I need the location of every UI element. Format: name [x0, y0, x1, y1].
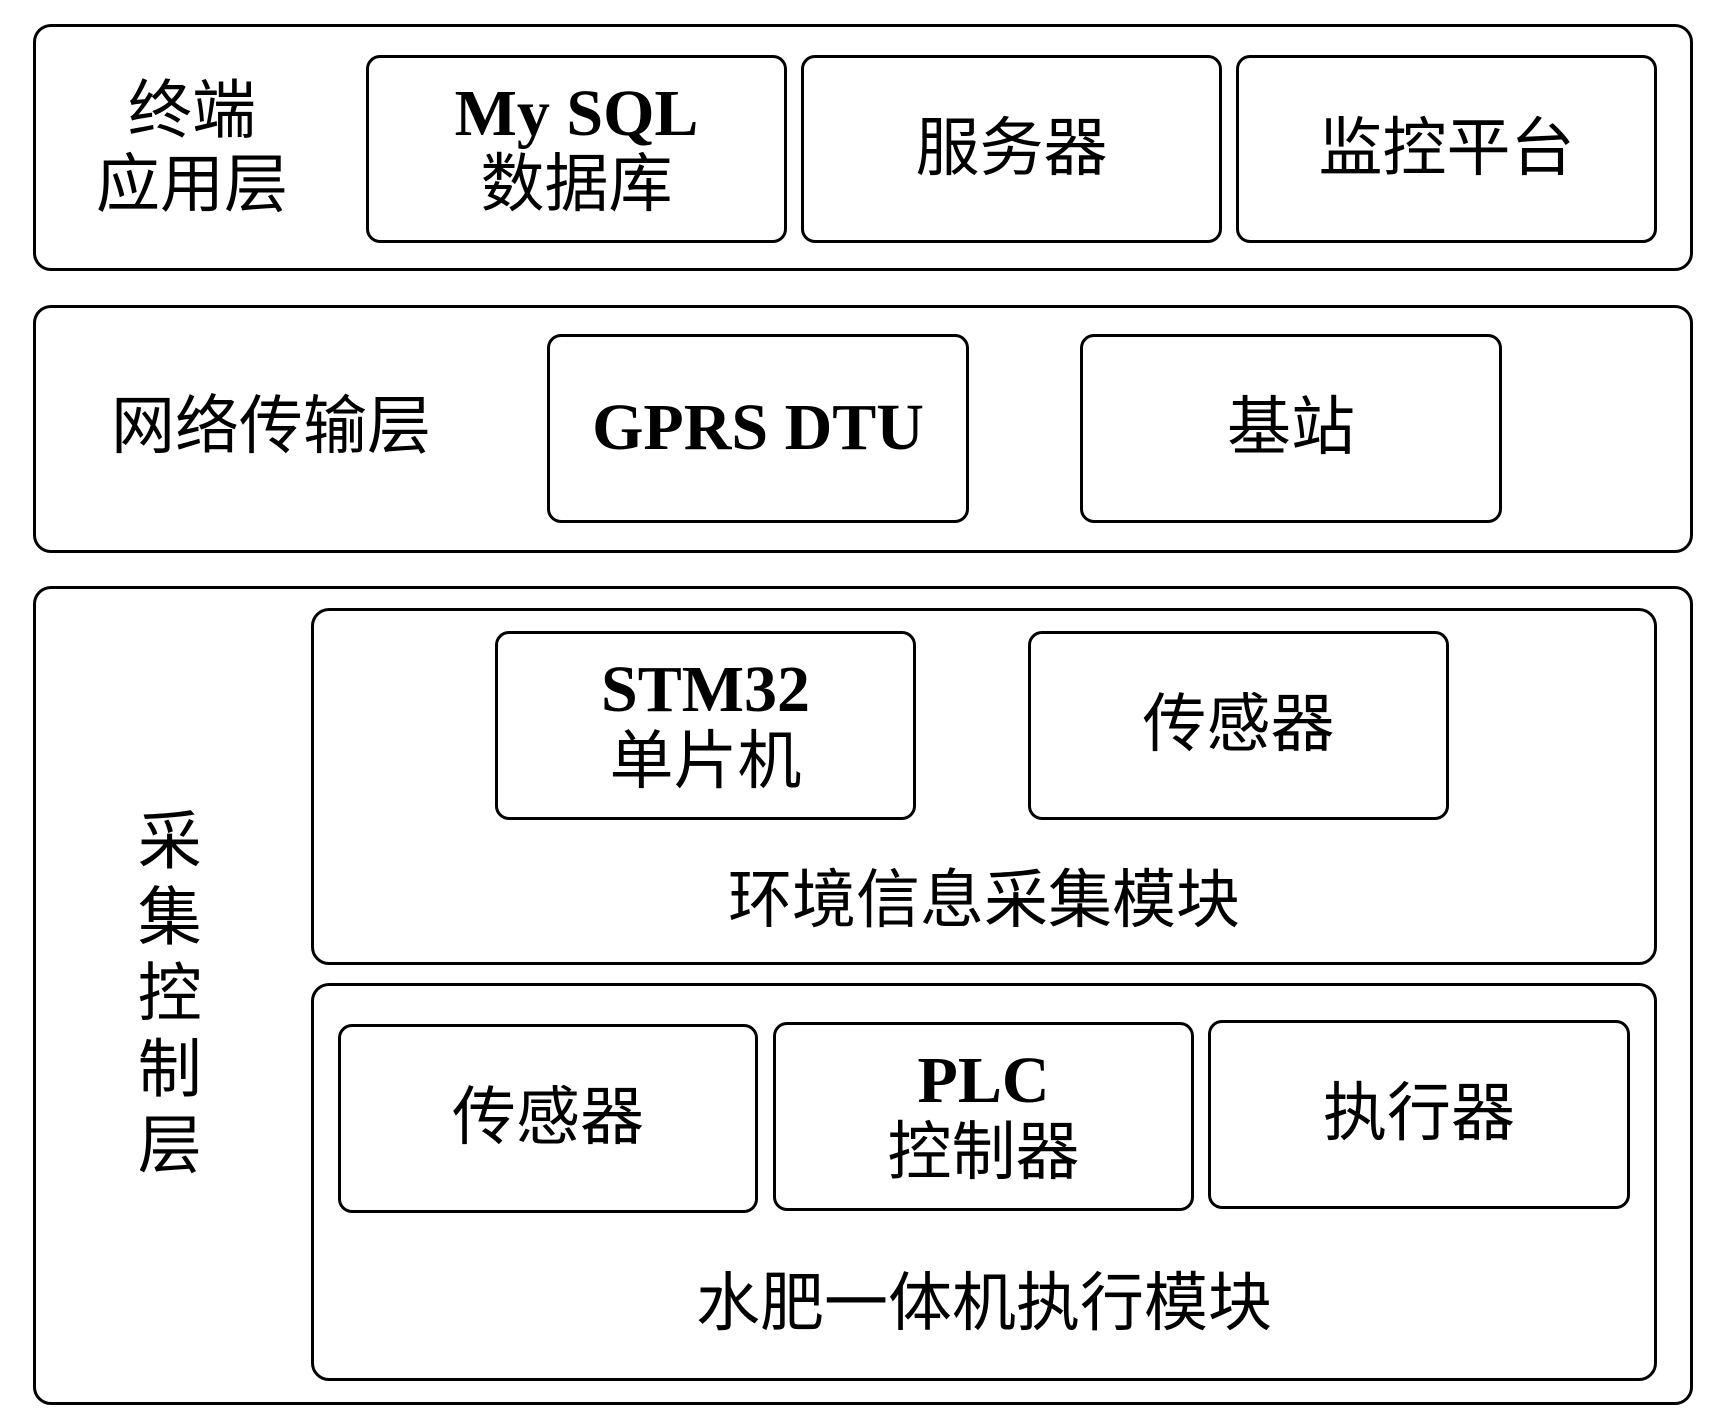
label-line1: 终端 — [128, 75, 256, 147]
plc-controller-box: PLC 控制器 — [773, 1022, 1194, 1211]
env-sensor-label: 传感器 — [1142, 689, 1335, 761]
stm32-box: STM32 单片机 — [495, 631, 916, 820]
application-layer-label: 终端 应用层 — [96, 74, 288, 221]
database-label: 数据库 — [480, 149, 673, 221]
network-layer — [33, 305, 1693, 553]
env-module — [311, 608, 1657, 965]
monitor-platform-label: 监控平台 — [1318, 112, 1575, 184]
mcu-label: 单片机 — [609, 725, 802, 797]
controller-label: 控制器 — [887, 1116, 1080, 1188]
acquisition-layer — [33, 586, 1693, 1405]
gprs-dtu-label: GPRS DTU — [592, 391, 924, 465]
application-layer — [33, 24, 1693, 271]
exec-sensor-label: 传感器 — [452, 1082, 644, 1154]
plc-label: PLC — [917, 1044, 1050, 1117]
env-sensor-box: 传感器 — [1028, 631, 1449, 820]
mysql-label: My SQL — [454, 76, 699, 150]
exec-module — [311, 983, 1657, 1381]
stm32-label: STM32 — [600, 653, 811, 726]
server-label: 服务器 — [915, 112, 1108, 184]
actuator-box: 执行器 — [1208, 1020, 1630, 1209]
monitor-platform-box: 监控平台 — [1236, 55, 1657, 243]
network-layer-label: 网络传输层 — [111, 391, 431, 463]
exec-module-title: 水肥一体机执行模块 — [696, 1268, 1272, 1340]
actuator-label: 执行器 — [1323, 1078, 1515, 1150]
base-station-label: 基站 — [1227, 392, 1355, 464]
acquisition-layer-label: 采集控制层 — [128, 807, 200, 1187]
mysql-database-box: My SQL 数据库 — [366, 55, 787, 243]
label-line2: 应用层 — [96, 149, 288, 220]
base-station-box: 基站 — [1080, 334, 1502, 523]
exec-sensor-box: 传感器 — [338, 1024, 758, 1213]
env-module-title: 环境信息采集模块 — [728, 865, 1240, 937]
server-box: 服务器 — [801, 55, 1222, 243]
gprs-dtu-box: GPRS DTU — [547, 334, 969, 523]
